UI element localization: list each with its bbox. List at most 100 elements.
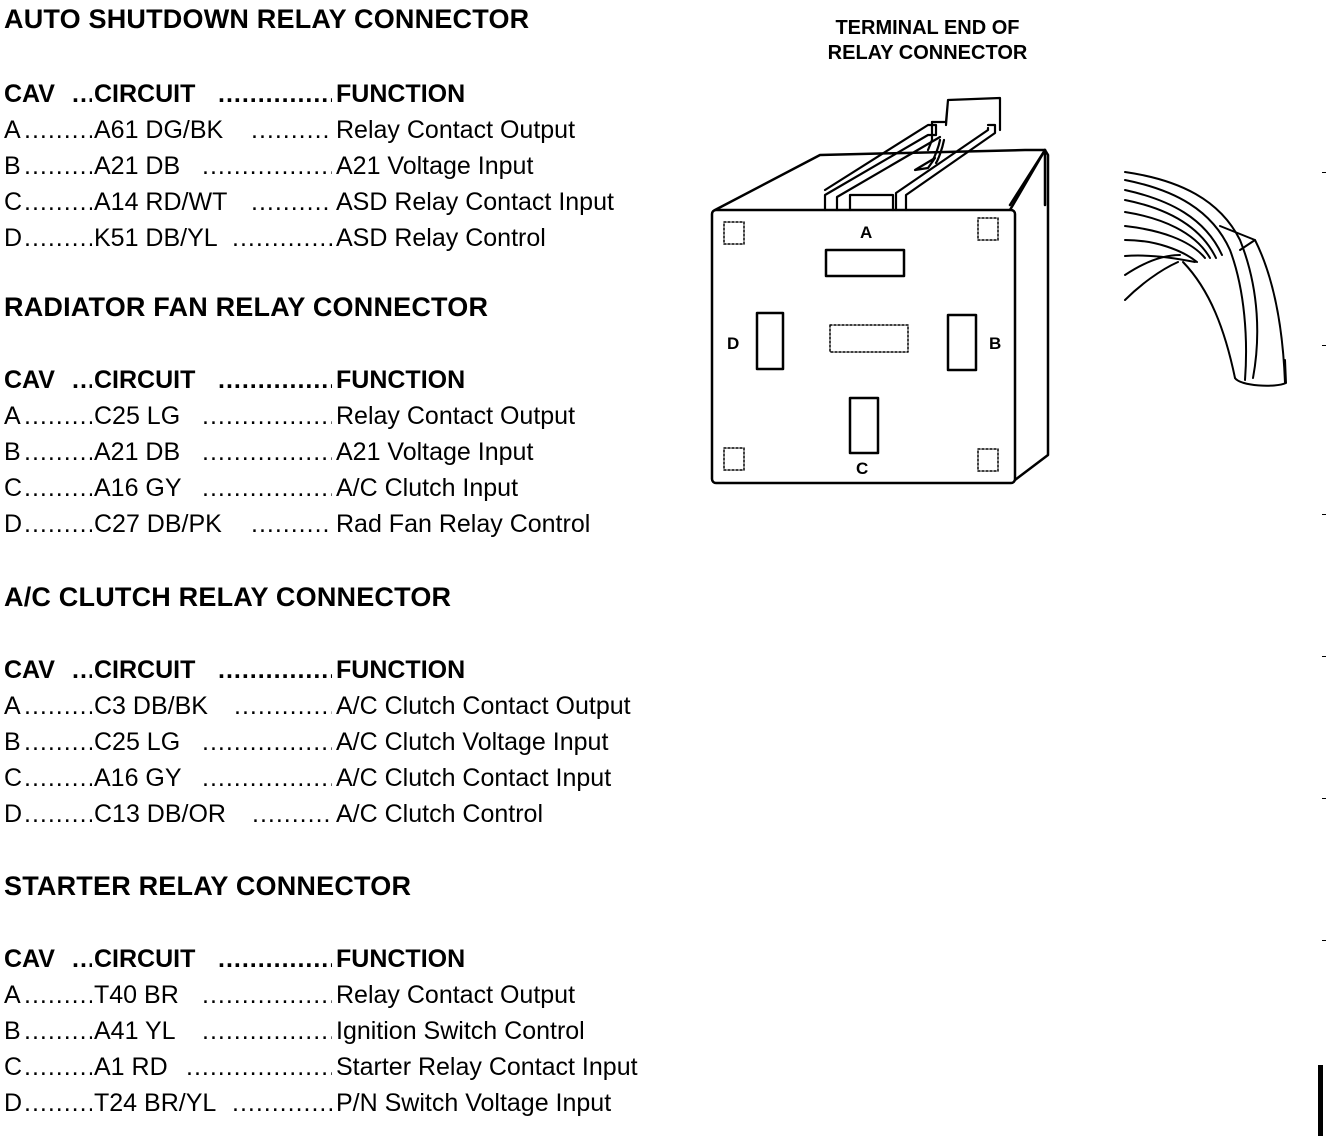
header-circuit: CIRCUIT — [94, 80, 196, 108]
cav-cell: C — [4, 1053, 23, 1081]
scan-edge-artifact — [1318, 1065, 1323, 1136]
function-cell: Ignition Switch Control — [336, 1017, 585, 1045]
cav-cell: A — [4, 692, 21, 720]
leader-dots: ........................................… — [24, 404, 92, 429]
connector-front-face — [710, 208, 1017, 485]
circuit-cell: A14 RD/WT — [94, 188, 228, 216]
cavity-d — [755, 311, 785, 371]
section-title: STARTER RELAY CONNECTOR — [4, 871, 412, 901]
leader-dots: ........................................… — [186, 1055, 332, 1080]
circuit-cell: A41 YL — [94, 1017, 176, 1045]
cav-cell: B — [4, 728, 21, 756]
cav-cell: D — [4, 800, 23, 828]
function-cell: A21 Voltage Input — [336, 152, 534, 180]
circuit-cell: K51 DB/YL — [94, 224, 218, 252]
circuit-cell: C25 LG — [94, 728, 181, 756]
leader-dots: ........................................… — [251, 118, 332, 143]
leader-dots: ........................................… — [24, 154, 92, 179]
function-cell: Relay Contact Output — [336, 116, 576, 144]
scan-tick-mark — [1322, 345, 1326, 346]
cav-cell: D — [4, 224, 23, 252]
leader-dots: ........................................… — [72, 82, 92, 107]
circuit-cell: A21 DB — [94, 152, 181, 180]
function-cell: A/C Clutch Control — [336, 800, 544, 828]
cav-cell: C — [4, 188, 23, 216]
cav-cell: B — [4, 152, 21, 180]
leader-dots: ........................................… — [72, 368, 92, 393]
leader-dots: ........................................… — [24, 226, 92, 251]
leader-dots: ........................................… — [202, 440, 332, 465]
header-circuit: CIRCUIT — [94, 366, 196, 394]
header-cav: CAV — [4, 366, 55, 394]
corner-mark-bottom-left — [723, 447, 745, 471]
leader-dots: ........................................… — [202, 476, 332, 501]
cav-cell: C — [4, 764, 23, 792]
leader-dots: ........................................… — [202, 404, 332, 429]
header-cav: CAV — [4, 80, 55, 108]
leader-dots: ........................................… — [24, 1091, 92, 1116]
cav-cell: C — [4, 474, 23, 502]
connector-top-face — [713, 148, 1047, 212]
wire-harness — [1124, 171, 1287, 387]
leader-dots: ........................................… — [24, 1019, 92, 1044]
leader-dots: ........................................… — [202, 730, 332, 755]
leader-dots: ........................................… — [72, 947, 92, 972]
corner-mark-top-left — [723, 221, 745, 245]
leader-dots: ........................................… — [24, 512, 92, 537]
leader-dots: ........................................… — [24, 730, 92, 755]
relay-connector-illustration: A B C D — [710, 96, 1287, 485]
leader-dots: ........................................… — [202, 766, 332, 791]
leader-dots: ........................................… — [202, 1019, 332, 1044]
cavity-c — [848, 396, 880, 455]
cavity-label-b: B — [989, 334, 1001, 353]
function-cell: Starter Relay Contact Input — [336, 1053, 638, 1081]
circuit-cell: C13 DB/OR — [94, 800, 226, 828]
cav-cell: A — [4, 116, 21, 144]
function-cell: A/C Clutch Voltage Input — [336, 728, 609, 756]
section-starter-relay: STARTER RELAY CONNECTOR CAV ............… — [4, 871, 638, 1116]
leader-dots: ........................................… — [24, 1055, 92, 1080]
cav-cell: B — [4, 1017, 21, 1045]
header-function: FUNCTION — [336, 945, 466, 973]
function-cell: Relay Contact Output — [336, 402, 576, 430]
leader-dots: ........................................… — [252, 802, 332, 827]
scan-tick-mark — [1322, 656, 1326, 657]
diagram-title-line-2: RELAY CONNECTOR — [827, 42, 1028, 64]
leader-dots: ........................................… — [218, 368, 332, 393]
cav-cell: D — [4, 1089, 23, 1117]
corner-mark-bottom-right — [977, 448, 999, 472]
leader-dots: ........................................… — [24, 118, 92, 143]
cav-cell: B — [4, 438, 21, 466]
leader-dots: ........................................… — [232, 226, 332, 251]
scan-tick-mark — [1322, 798, 1326, 799]
header-cav: CAV — [4, 945, 55, 973]
header-cav: CAV — [4, 656, 55, 684]
circuit-cell: C27 DB/PK — [94, 510, 222, 538]
header-function: FUNCTION — [336, 366, 466, 394]
leader-dots: ........................................… — [24, 440, 92, 465]
circuit-cell: A16 GY — [94, 764, 182, 792]
function-cell: ASD Relay Contact Input — [336, 188, 614, 216]
header-circuit: CIRCUIT — [94, 656, 196, 684]
connector-side-face — [1008, 148, 1050, 482]
header-function: FUNCTION — [336, 80, 466, 108]
function-cell: A21 Voltage Input — [336, 438, 534, 466]
cav-cell: A — [4, 981, 21, 1009]
circuit-cell: C3 DB/BK — [94, 692, 208, 720]
function-cell: Relay Contact Output — [336, 981, 576, 1009]
cavity-a — [824, 248, 906, 278]
scan-tick-mark — [1322, 172, 1326, 173]
function-cell: A/C Clutch Contact Input — [336, 764, 612, 792]
dotted-center-cavity — [829, 324, 909, 353]
circuit-cell: A21 DB — [94, 438, 181, 466]
leader-dots: ........................................… — [24, 766, 92, 791]
circuit-cell: C25 LG — [94, 402, 181, 430]
cavity-b — [946, 313, 978, 372]
cav-cell: A — [4, 402, 21, 430]
function-cell: A/C Clutch Contact Output — [336, 692, 631, 720]
corner-mark-top-right — [977, 217, 999, 241]
scan-tick-mark — [1322, 940, 1326, 941]
section-title: A/C CLUTCH RELAY CONNECTOR — [4, 582, 452, 612]
cavity-label-a: A — [860, 223, 872, 242]
circuit-cell: A16 GY — [94, 474, 182, 502]
